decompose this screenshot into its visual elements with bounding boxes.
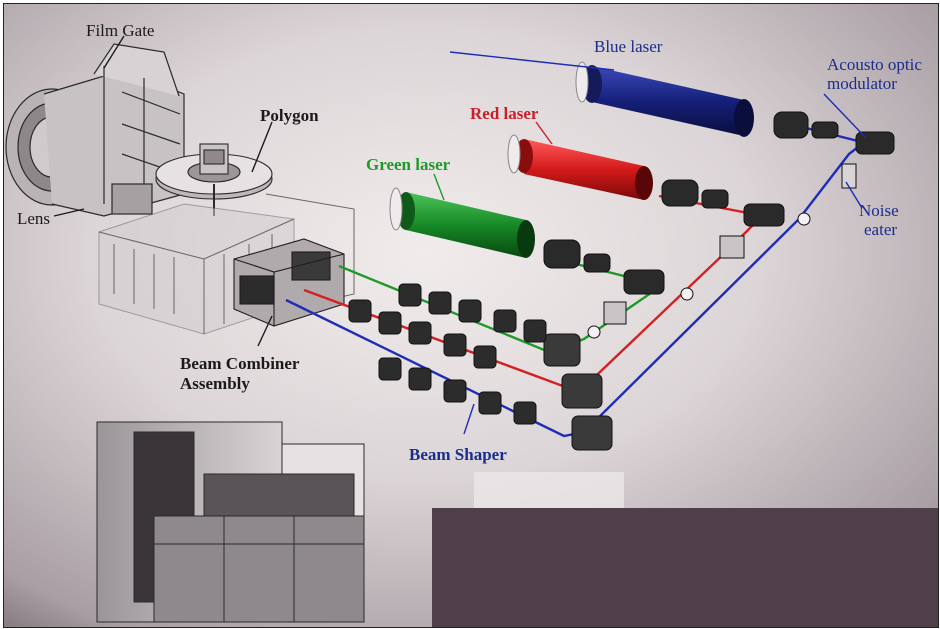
light-strip [474, 472, 624, 508]
green-laser [389, 187, 535, 258]
beam-combiner-line-2: Assembly [180, 374, 250, 393]
beam-shaper [348, 283, 547, 425]
noise-eater-line-1: Noise [859, 201, 899, 220]
noise-eater-line-2: eater [864, 220, 897, 239]
optics-red [661, 179, 785, 259]
recorder-cabinet [96, 421, 365, 623]
film-gate-assembly [5, 43, 185, 217]
laser-recorder-diagram: Film Gate Polygon Lens Beam Combiner Ass… [3, 3, 939, 628]
acousto-optic-line-1: Acousto optic [827, 55, 922, 74]
corner-mirrors [543, 212, 811, 451]
beam-combiner-label: Beam Combiner Assembly [180, 354, 303, 393]
red-laser [507, 134, 653, 200]
pointer-lines [53, 35, 867, 435]
blue-laser [575, 61, 754, 137]
polygon-scanner [155, 143, 273, 216]
red-beam [303, 213, 765, 394]
film-gate-label: Film Gate [86, 21, 154, 40]
polygon-label: Polygon [260, 106, 319, 125]
acousto-optic-line-2: modulator [827, 74, 897, 93]
red-laser-label: Red laser [470, 104, 539, 123]
beam-combiner [233, 238, 345, 327]
blue-laser-label: Blue laser [594, 37, 663, 56]
noise-eater-label: Noise eater [859, 201, 903, 239]
acousto-optic-label: Acousto optic modulator [827, 55, 926, 93]
optics-green [543, 239, 665, 325]
beam-shaper-label: Beam Shaper [409, 445, 507, 464]
lens-label: Lens [17, 209, 50, 228]
beam-combiner-line-1: Beam Combiner [180, 354, 300, 373]
dark-panel [432, 508, 938, 627]
green-laser-label: Green laser [366, 155, 451, 174]
